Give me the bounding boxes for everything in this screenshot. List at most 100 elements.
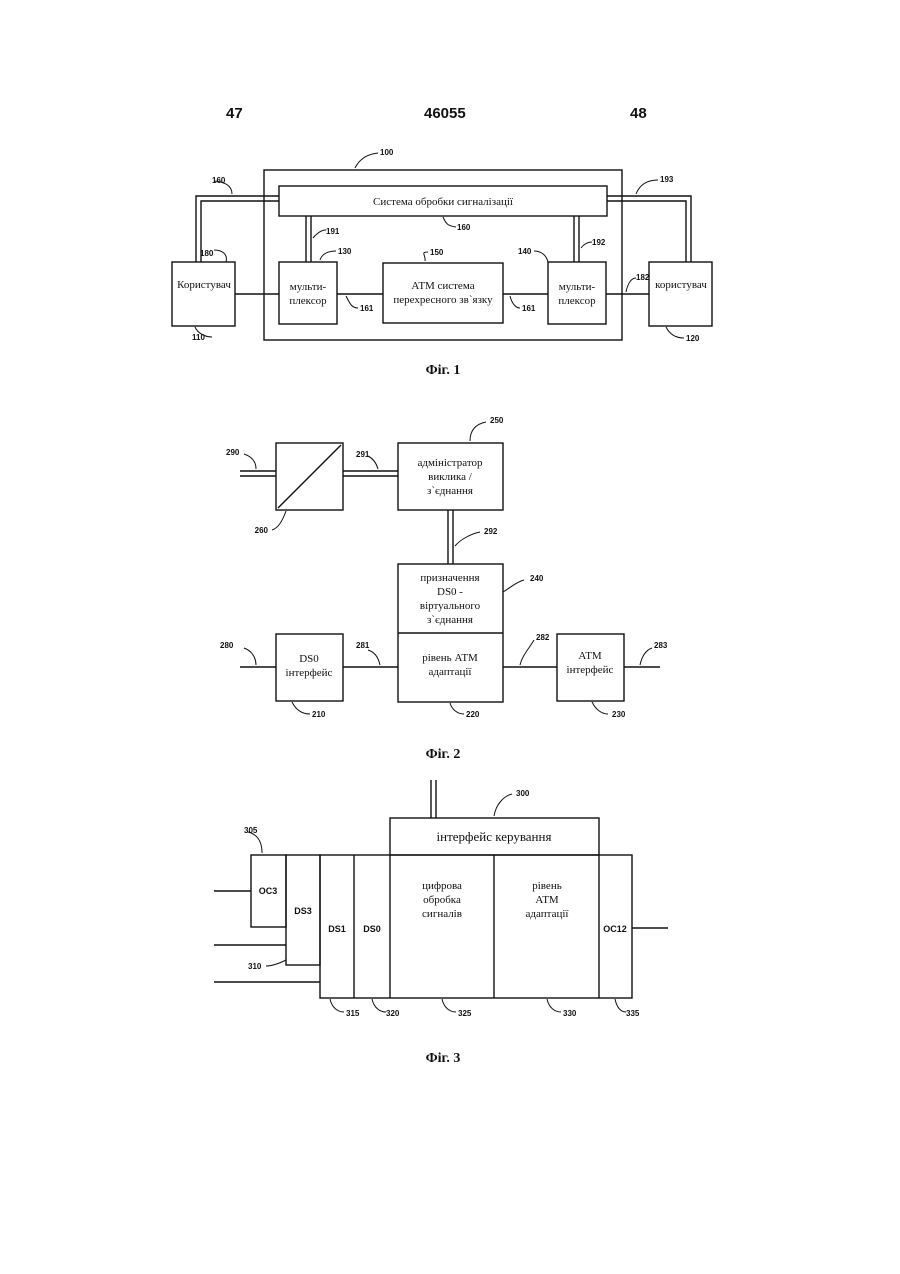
patent-number: 46055 xyxy=(424,105,466,122)
dsp-line1: цифрова xyxy=(422,880,462,892)
aal3-line1: рівень xyxy=(532,880,561,892)
ref-130: 130 xyxy=(338,247,352,256)
ref-160a: 160 xyxy=(212,176,226,185)
leader-290 xyxy=(244,454,256,469)
leader-325 xyxy=(442,999,456,1012)
leader-330 xyxy=(547,999,561,1012)
ds3-label: DS3 xyxy=(294,906,312,916)
right-page-number: 48 xyxy=(630,105,647,122)
aal3-line3: адаптації xyxy=(526,908,570,920)
ds0-assign-line3: віртуального xyxy=(420,600,481,612)
ref-320: 320 xyxy=(386,1009,400,1018)
leader-220 xyxy=(450,703,464,714)
leader-335 xyxy=(615,999,626,1012)
figure-1: 100 Система обробки сигналізації 160 160… xyxy=(172,148,712,378)
mux-left-line1: мульти- xyxy=(290,281,327,293)
ref-280: 280 xyxy=(220,641,234,650)
ref-290: 290 xyxy=(226,448,240,457)
leader-280 xyxy=(244,648,256,665)
user-left-label: Користувач xyxy=(177,279,231,291)
call-admin-line3: з`єднання xyxy=(427,485,473,497)
leader-193 xyxy=(636,180,658,194)
left-page-number: 47 xyxy=(226,105,243,122)
leader-291 xyxy=(368,456,378,469)
atm-interface-line1: АТМ xyxy=(578,650,602,662)
fig1-caption: Фіг. 1 xyxy=(426,363,461,378)
atm-crossconnect-box xyxy=(383,263,503,323)
leader-161a xyxy=(346,296,358,308)
leader-240 xyxy=(503,580,524,592)
ref-160b: 160 xyxy=(457,223,471,232)
oc3-label: OC3 xyxy=(259,886,278,896)
ref-220: 220 xyxy=(466,710,480,719)
mux-left-box xyxy=(279,262,337,324)
dsp-line3: сигналів xyxy=(422,908,462,920)
leader-182 xyxy=(626,278,636,292)
mux-right-line1: мульти- xyxy=(559,281,596,293)
leader-210 xyxy=(292,702,310,714)
leader-300 xyxy=(494,794,512,816)
atm-crossconnect-line2: перехресного зв`язку xyxy=(393,294,493,306)
aal-line1: рівень АТМ xyxy=(422,652,478,664)
ds0-label: DS0 xyxy=(363,924,381,934)
ds0-interface-line2: інтерфейс xyxy=(286,667,333,679)
ref-260: 260 xyxy=(255,526,269,535)
ref-300: 300 xyxy=(516,789,530,798)
ref-315: 315 xyxy=(346,1009,360,1018)
fig3-caption: Фіг. 3 xyxy=(426,1051,461,1066)
aal-line2: адаптації xyxy=(429,666,473,678)
leader-161b xyxy=(510,296,520,308)
ref-110: 110 xyxy=(192,333,205,342)
ref-282: 282 xyxy=(536,633,550,642)
converter-diagonal xyxy=(278,445,341,508)
ref-250: 250 xyxy=(490,416,504,425)
call-admin-line2: виклика / xyxy=(428,471,473,483)
leader-310 xyxy=(266,960,286,966)
call-admin-line1: адміністратор xyxy=(417,457,483,469)
dsp-line2: обробка xyxy=(423,894,461,906)
leader-140 xyxy=(534,251,548,262)
ds0-interface-line1: DS0 xyxy=(299,653,319,665)
ref-281: 281 xyxy=(356,641,370,650)
leader-120 xyxy=(666,327,684,338)
ds1-label: DS1 xyxy=(328,924,346,934)
ref-161a: 161 xyxy=(360,304,374,313)
leader-160b xyxy=(443,217,456,227)
ref-150: 150 xyxy=(430,248,444,257)
user-left-box xyxy=(172,262,235,326)
aal3-line2: АТМ xyxy=(535,894,559,906)
leader-283 xyxy=(640,648,652,665)
ds0-assign-line1: призначення xyxy=(420,572,479,584)
leader-150 xyxy=(424,252,428,261)
ref-335: 335 xyxy=(626,1009,640,1018)
leader-192 xyxy=(581,242,592,248)
atm-crossconnect-line1: АТМ система xyxy=(411,280,474,292)
ref-240: 240 xyxy=(530,574,544,583)
control-interface-label: інтерфейс керування xyxy=(437,829,552,844)
leader-130 xyxy=(320,251,336,260)
ref-283: 283 xyxy=(654,641,668,650)
ref-330: 330 xyxy=(563,1009,577,1018)
ref-140: 140 xyxy=(518,247,532,256)
leader-191 xyxy=(313,230,326,238)
link-user-right-signal-a xyxy=(607,196,691,262)
leader-292 xyxy=(455,532,480,546)
mux-right-line2: плексор xyxy=(558,295,596,307)
ref-305: 305 xyxy=(244,826,258,835)
ds0-assign-line4: з`єднання xyxy=(427,614,473,626)
ref-325: 325 xyxy=(458,1009,472,1018)
leader-100 xyxy=(355,153,378,168)
leader-260 xyxy=(272,511,286,530)
ref-161b: 161 xyxy=(522,304,536,313)
leader-305 xyxy=(248,832,262,853)
signaling-system-label: Система обробки сигналізації xyxy=(373,196,514,208)
ref-230: 230 xyxy=(612,710,626,719)
atm-interface-line2: інтерфейс xyxy=(567,664,614,676)
ref-193: 193 xyxy=(660,175,674,184)
user-right-box xyxy=(649,262,712,326)
ref-120: 120 xyxy=(686,334,700,343)
user-right-label: користувач xyxy=(655,279,707,291)
oc12-label: OC12 xyxy=(603,924,627,934)
ref-291: 291 xyxy=(356,450,370,459)
